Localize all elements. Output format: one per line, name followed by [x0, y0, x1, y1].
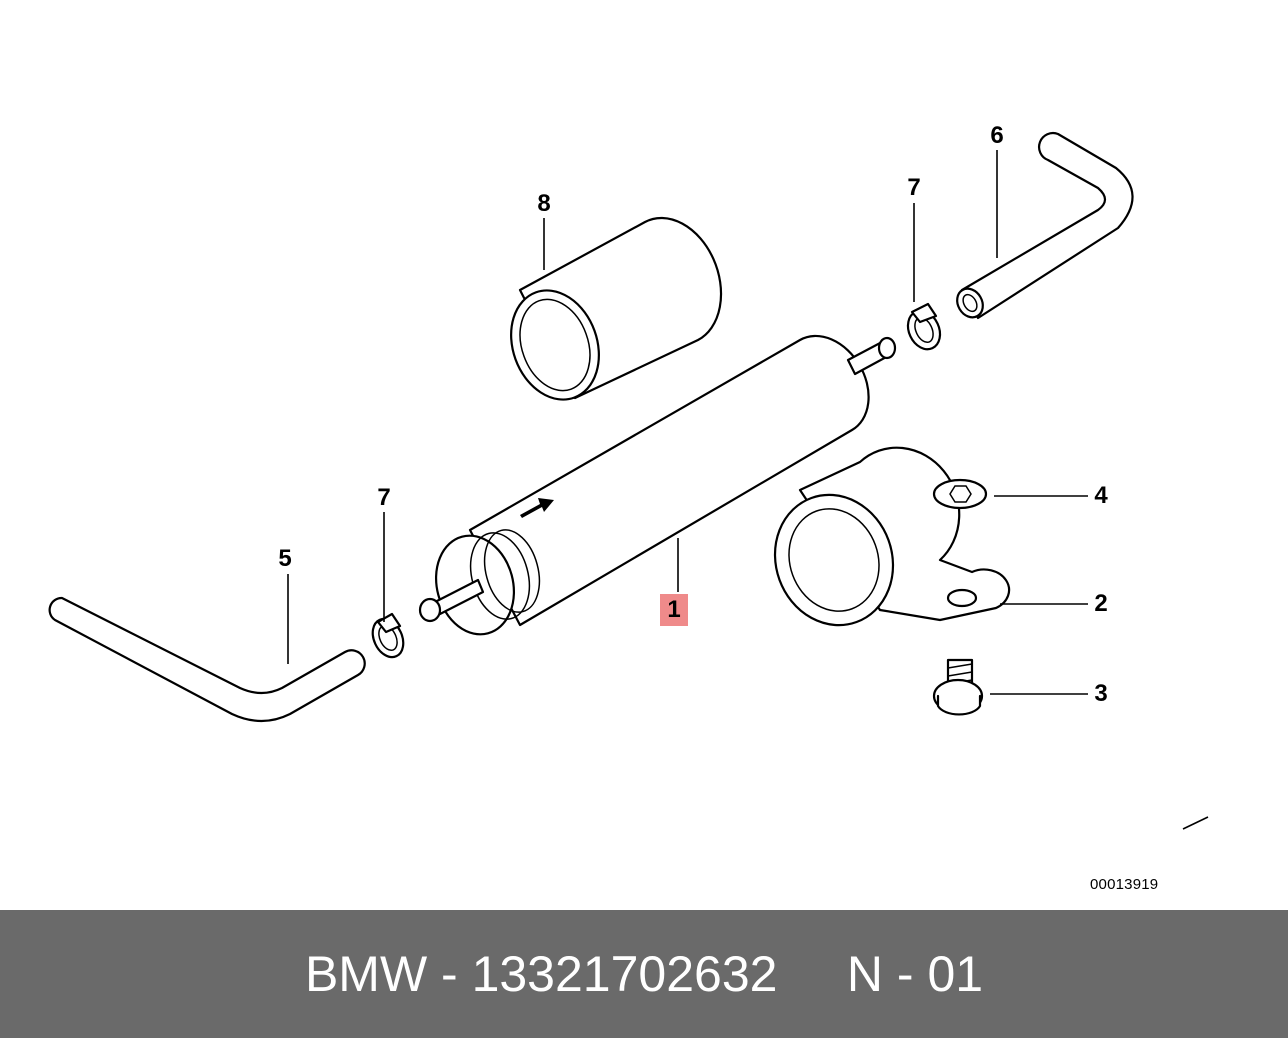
callout-2[interactable]: 2 — [1094, 590, 1108, 617]
callout-3[interactable]: 3 — [1094, 680, 1108, 707]
hose-5-illustration — [48, 596, 366, 723]
hose-clamp-7-left-illustration — [371, 612, 405, 659]
hose-clamp-7-right-illustration — [906, 302, 942, 351]
footer-bar: BMW - 13321702632 N - 01 — [0, 910, 1288, 1038]
leader-lines — [287, 150, 1209, 830]
diagram-drawing — [48, 131, 1209, 830]
diagram-reference-number: 00013919 — [1090, 876, 1159, 893]
callout-7-right[interactable]: 7 — [907, 174, 921, 201]
bracket-2-illustration — [773, 446, 1011, 627]
callout-7-left[interactable]: 7 — [377, 484, 391, 511]
callout-8[interactable]: 8 — [537, 190, 551, 217]
fuel-filter-1-illustration — [418, 334, 897, 636]
washer-4-illustration — [932, 478, 988, 510]
parts-diagram: 1 2 3 4 5 6 7 7 8 00013919 — [48, 122, 1209, 893]
hose-6-illustration — [956, 131, 1134, 320]
callout-1[interactable]: 1 — [660, 594, 688, 626]
callout-5[interactable]: 5 — [278, 545, 292, 572]
callout-6[interactable]: 6 — [990, 122, 1004, 149]
part-number-caption: BMW - 13321702632 N - 01 — [304, 946, 984, 1002]
bolt-3-illustration — [932, 658, 984, 716]
callout-4[interactable]: 4 — [1094, 482, 1108, 509]
rubber-sleeve-8-illustration — [510, 216, 723, 401]
